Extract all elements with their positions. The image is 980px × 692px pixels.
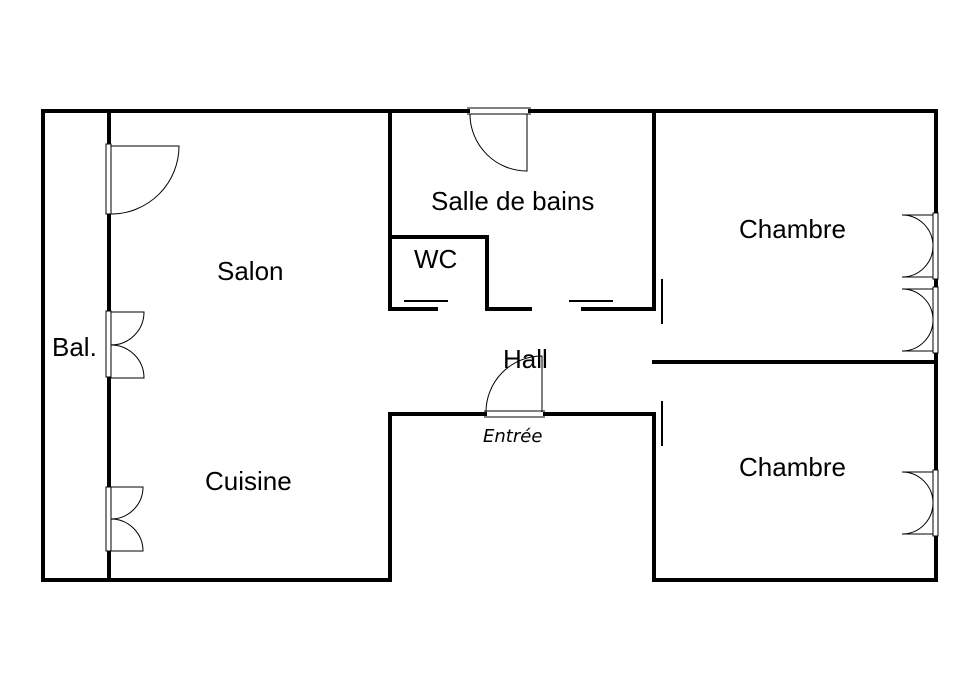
door-bedroom2-window-lower	[901, 502, 934, 535]
label-balcony: Bal.	[52, 332, 97, 362]
door-salon-window-lower	[110, 344, 145, 379]
doors	[110, 113, 934, 552]
label-cuisine: Cuisine	[205, 466, 292, 496]
window-salon-2	[105, 310, 112, 378]
door-salon-window-upper	[110, 311, 145, 346]
door-bedroom2-window-upper	[901, 471, 934, 504]
window-bedroom1-a	[932, 212, 939, 280]
label-wc: WC	[414, 244, 457, 274]
door-salon-balcony	[110, 145, 180, 215]
door-bathroom	[469, 113, 528, 172]
room-labels: Bal. Salon Cuisine Salle de bains WC Hal…	[52, 186, 846, 496]
door-kitchen-window-upper	[110, 486, 144, 520]
label-hall: Hall	[503, 344, 548, 374]
label-entree: Entrée	[483, 426, 542, 447]
window-bedroom2	[932, 469, 939, 537]
door-bedroom1-window-a-lower	[901, 245, 934, 278]
label-salle-de-bains: Salle de bains	[431, 186, 594, 216]
window-bedroom1-b	[932, 286, 939, 354]
label-chambre-1: Chambre	[739, 214, 846, 244]
label-salon: Salon	[217, 256, 284, 286]
door-bedroom1-window-b-upper	[901, 288, 934, 321]
door-bedroom1-window-b-lower	[901, 319, 934, 352]
door-bedroom1-window-a-upper	[901, 214, 934, 247]
windows	[105, 107, 939, 552]
window-kitchen	[105, 486, 112, 552]
label-chambre-2: Chambre	[739, 452, 846, 482]
walls	[41, 109, 938, 582]
door-entry	[485, 355, 543, 413]
door-kitchen-window-lower	[110, 518, 144, 552]
window-salon-1	[105, 143, 112, 215]
